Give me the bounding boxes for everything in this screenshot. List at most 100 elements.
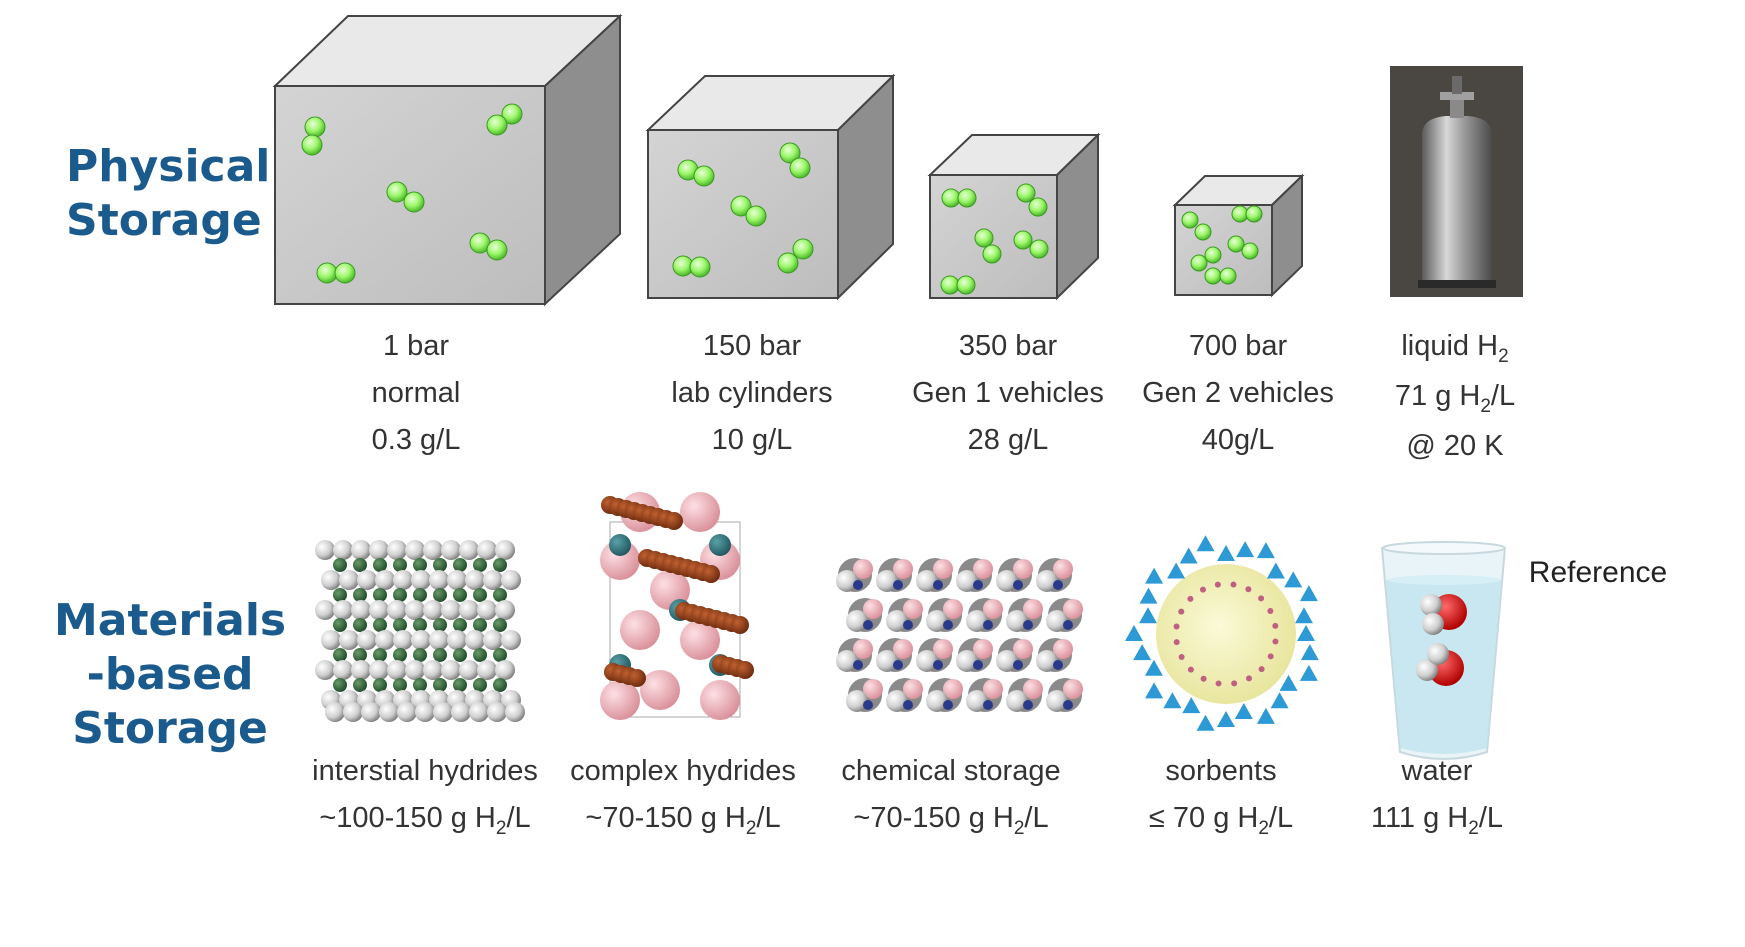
atom xyxy=(1063,700,1073,710)
atom xyxy=(353,648,367,662)
atom xyxy=(333,660,353,680)
tetrahedron xyxy=(1180,548,1198,564)
atom xyxy=(373,678,387,692)
atom xyxy=(731,616,749,634)
atom xyxy=(315,600,335,620)
tetrahedron xyxy=(1297,625,1315,641)
atom xyxy=(321,630,341,650)
tetrahedron xyxy=(1235,703,1253,719)
atom xyxy=(459,600,479,620)
atom xyxy=(1246,675,1252,681)
caption-density: ~70-150 g H2/L xyxy=(841,795,1060,845)
atom xyxy=(393,570,413,590)
atom xyxy=(459,540,479,560)
atom xyxy=(477,600,497,620)
liquid-h2-tank-image xyxy=(1390,66,1523,297)
atom xyxy=(333,600,353,620)
atom xyxy=(473,558,487,572)
cube-350-bar xyxy=(930,135,1098,298)
atom xyxy=(853,580,863,590)
atom xyxy=(333,678,347,692)
cube-700-bar xyxy=(1175,176,1302,295)
tetrahedron xyxy=(1267,562,1285,578)
atom xyxy=(393,648,407,662)
atom xyxy=(339,570,359,590)
atom xyxy=(433,702,453,722)
atom xyxy=(405,600,425,620)
atom xyxy=(453,648,467,662)
atom xyxy=(1053,580,1063,590)
atom xyxy=(379,702,399,722)
atom xyxy=(375,630,395,650)
caption-density: 111 g H2/L xyxy=(1371,795,1503,845)
atom xyxy=(353,558,367,572)
atom xyxy=(315,540,335,560)
atom xyxy=(405,660,425,680)
atom xyxy=(453,558,467,572)
atom xyxy=(373,648,387,662)
atom xyxy=(393,618,407,632)
caption-density: ~100-150 g H2/L xyxy=(312,795,538,845)
atom xyxy=(353,588,367,602)
caption-pressure: 700 bar xyxy=(1142,323,1334,370)
caption-name: water xyxy=(1371,748,1503,795)
caption-sorbents: sorbents ≤ 70 g H2/L xyxy=(1149,748,1293,845)
caption-density: ~70-150 g H2/L xyxy=(570,795,796,845)
atom xyxy=(495,660,515,680)
tetrahedron xyxy=(1145,660,1163,676)
atom xyxy=(1063,620,1073,630)
atom xyxy=(620,610,660,650)
caption-interstitial-hydrides: interstial hydrides ~100-150 g H2/L xyxy=(312,748,538,845)
atom xyxy=(1179,654,1185,660)
atom xyxy=(1053,660,1063,670)
atom xyxy=(333,618,347,632)
atom xyxy=(469,702,489,722)
atom xyxy=(1230,582,1236,588)
tetrahedron xyxy=(1140,588,1158,604)
chemical-storage-image xyxy=(836,558,1083,712)
atom xyxy=(393,588,407,602)
atom xyxy=(501,570,521,590)
atom xyxy=(447,630,467,650)
atom xyxy=(413,588,427,602)
atom xyxy=(369,660,389,680)
tetrahedron xyxy=(1139,607,1157,623)
caption-1-bar: 1 bar normal 0.3 g/L xyxy=(372,323,461,464)
atom xyxy=(702,565,720,583)
tetrahedron xyxy=(1271,692,1289,708)
atom xyxy=(1215,582,1221,588)
atom xyxy=(933,660,943,670)
caption-pressure: 1 bar xyxy=(372,323,461,370)
atom xyxy=(369,540,389,560)
atom xyxy=(483,570,503,590)
tetrahedron xyxy=(1280,675,1298,691)
atom xyxy=(1174,624,1180,630)
caption-pressure: 350 bar xyxy=(912,323,1104,370)
atom xyxy=(413,648,427,662)
atom xyxy=(333,648,347,662)
atom xyxy=(423,600,443,620)
caption-line: 71 g H2/L xyxy=(1395,373,1515,423)
caption-line: @ 20 K xyxy=(1395,423,1515,470)
atom xyxy=(983,700,993,710)
atom xyxy=(1258,595,1264,601)
atom xyxy=(413,558,427,572)
atom xyxy=(353,678,367,692)
atom xyxy=(433,648,447,662)
atom xyxy=(493,558,507,572)
water-glass-image xyxy=(1382,542,1505,759)
interstitial-hydrides-image xyxy=(315,540,525,722)
caption-complex-hydrides: complex hydrides ~70-150 g H2/L xyxy=(570,748,796,845)
atom xyxy=(433,618,447,632)
caption-density: 0.3 g/L xyxy=(372,417,461,464)
caption-name: interstial hydrides xyxy=(312,748,538,795)
tetrahedron xyxy=(1217,711,1235,727)
atom xyxy=(505,702,525,722)
atom xyxy=(1200,587,1206,593)
atom xyxy=(893,660,903,670)
caption-pressure: 150 bar xyxy=(671,323,832,370)
atom xyxy=(423,660,443,680)
caption-chemical-storage: chemical storage ~70-150 g H2/L xyxy=(841,748,1060,845)
atom xyxy=(373,558,387,572)
atom xyxy=(315,660,335,680)
